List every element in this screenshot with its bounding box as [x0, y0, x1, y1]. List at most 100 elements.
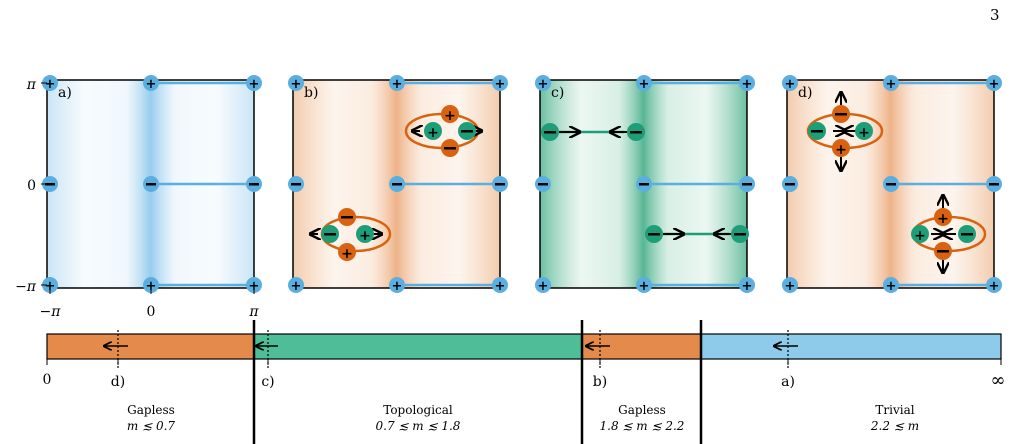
node-plus-orange: +: [832, 139, 850, 158]
node-plus-blue: +: [42, 75, 58, 92]
node-plus-blue: +: [782, 75, 798, 92]
svg-text:+: +: [914, 228, 926, 244]
node-plus-blue: +: [246, 277, 262, 294]
node-plus-blue: +: [739, 75, 755, 92]
node-plus-orange: +: [338, 243, 356, 262]
node-plus-blue: +: [535, 277, 551, 294]
node-plus-blue: +: [246, 75, 262, 92]
svg-text:1.8 ≲ m ≲ 2.2: 1.8 ≲ m ≲ 2.2: [600, 419, 685, 433]
node-plus-orange: +: [934, 208, 952, 227]
node-plus-blue: +: [492, 75, 508, 92]
svg-text:2.2 ≲ m: 2.2 ≲ m: [870, 419, 919, 433]
defect-cluster: + +: [911, 195, 987, 273]
node-minus-green: [458, 122, 476, 140]
node-minus-orange: [934, 242, 952, 260]
phase-bar: 0 ∞ d) c) b) a) Gapless: [43, 320, 1006, 444]
svg-text:Gapless: Gapless: [127, 403, 175, 417]
node-plus-blue: +: [288, 75, 304, 92]
defect-cluster: + +: [310, 208, 392, 262]
node-plus-blue: +: [986, 75, 1002, 92]
node-plus-blue: +: [143, 75, 159, 92]
node-minus-blue: [535, 176, 551, 192]
svg-text:+: +: [742, 77, 753, 92]
panel-c: c) + + + + + +: [535, 75, 755, 294]
svg-text:+: +: [639, 77, 650, 92]
svg-text:+: +: [785, 279, 796, 294]
phase-bar-start-label: 0: [43, 372, 52, 388]
svg-text:+: +: [989, 77, 1000, 92]
node-minus-green: [731, 225, 749, 243]
svg-text:+: +: [146, 279, 157, 294]
node-plus-blue: +: [782, 277, 798, 294]
node-plus-blue: +: [636, 277, 652, 294]
x-tick-label: π: [248, 304, 259, 320]
svg-text:+: +: [444, 108, 456, 124]
x-axis: −π 0 π: [40, 288, 259, 320]
node-plus-blue: +: [986, 277, 1002, 294]
node-minus-green: [958, 225, 976, 243]
node-plus-blue: +: [389, 277, 405, 294]
node-minus-blue: [739, 176, 755, 192]
svg-text:+: +: [392, 77, 403, 92]
panel-b-label: b): [304, 85, 318, 101]
svg-text:Trivial: Trivial: [875, 403, 914, 417]
phase-bar-frame: [46, 333, 1002, 360]
svg-text:d): d): [111, 374, 125, 390]
node-minus-blue: [288, 176, 304, 192]
node-minus-blue: [42, 176, 58, 192]
node-plus-blue: +: [288, 277, 304, 294]
node-minus-blue: [143, 176, 159, 192]
node-minus-green: [541, 123, 559, 141]
svg-text:+: +: [427, 125, 439, 141]
svg-text:+: +: [886, 279, 897, 294]
node-plus-green: +: [424, 122, 442, 141]
node-minus-blue: [636, 176, 652, 192]
node-minus-orange: [441, 139, 459, 157]
x-tick-label: 0: [147, 304, 156, 320]
node-minus-blue: [986, 176, 1002, 192]
svg-text:b): b): [593, 374, 607, 390]
region-label-gapless-mid: Gapless 1.8 ≲ m ≲ 2.2: [600, 403, 685, 433]
svg-text:+: +: [639, 279, 650, 294]
marker-b: b): [586, 330, 610, 390]
svg-text:+: +: [341, 246, 353, 262]
node-plus-green: +: [356, 225, 374, 244]
node-plus-blue: +: [739, 277, 755, 294]
green-pair: [645, 225, 749, 243]
node-minus-blue: [883, 176, 899, 192]
node-minus-blue: [782, 176, 798, 192]
node-minus-blue: [389, 176, 405, 192]
marker-a: a): [774, 330, 798, 390]
node-plus-blue: +: [143, 277, 159, 294]
y-tick-label: −π: [15, 279, 37, 295]
node-minus-green: [645, 225, 663, 243]
svg-text:+: +: [495, 77, 506, 92]
svg-text:Topological: Topological: [383, 403, 453, 417]
svg-text:+: +: [249, 77, 260, 92]
svg-text:+: +: [146, 77, 157, 92]
node-plus-blue: +: [883, 277, 899, 294]
panel-d: d) + + + + + + + +: [782, 75, 1002, 294]
svg-text:+: +: [45, 279, 56, 294]
svg-text:+: +: [291, 77, 302, 92]
phase-segment-topological: [254, 334, 582, 359]
node-plus-blue: +: [883, 75, 899, 92]
svg-text:0.7 ≲ m ≲ 1.8: 0.7 ≲ m ≲ 1.8: [376, 419, 461, 433]
defect-cluster: + +: [404, 105, 482, 157]
svg-text:c): c): [261, 374, 274, 390]
panel-d-label: d): [798, 85, 812, 101]
svg-text:+: +: [538, 279, 549, 294]
region-label-trivial: Trivial 2.2 ≲ m: [870, 403, 919, 433]
svg-text:+: +: [45, 77, 56, 92]
svg-text:+: +: [785, 77, 796, 92]
svg-text:+: +: [291, 279, 302, 294]
page-number: 3: [990, 6, 1000, 24]
svg-text:a): a): [781, 374, 795, 390]
svg-text:+: +: [538, 77, 549, 92]
svg-text:+: +: [249, 279, 260, 294]
marker-c: c): [256, 330, 278, 390]
svg-text:+: +: [858, 125, 870, 141]
node-minus-blue: [246, 176, 262, 192]
y-tick-label: 0: [27, 178, 36, 194]
svg-text:+: +: [886, 77, 897, 92]
